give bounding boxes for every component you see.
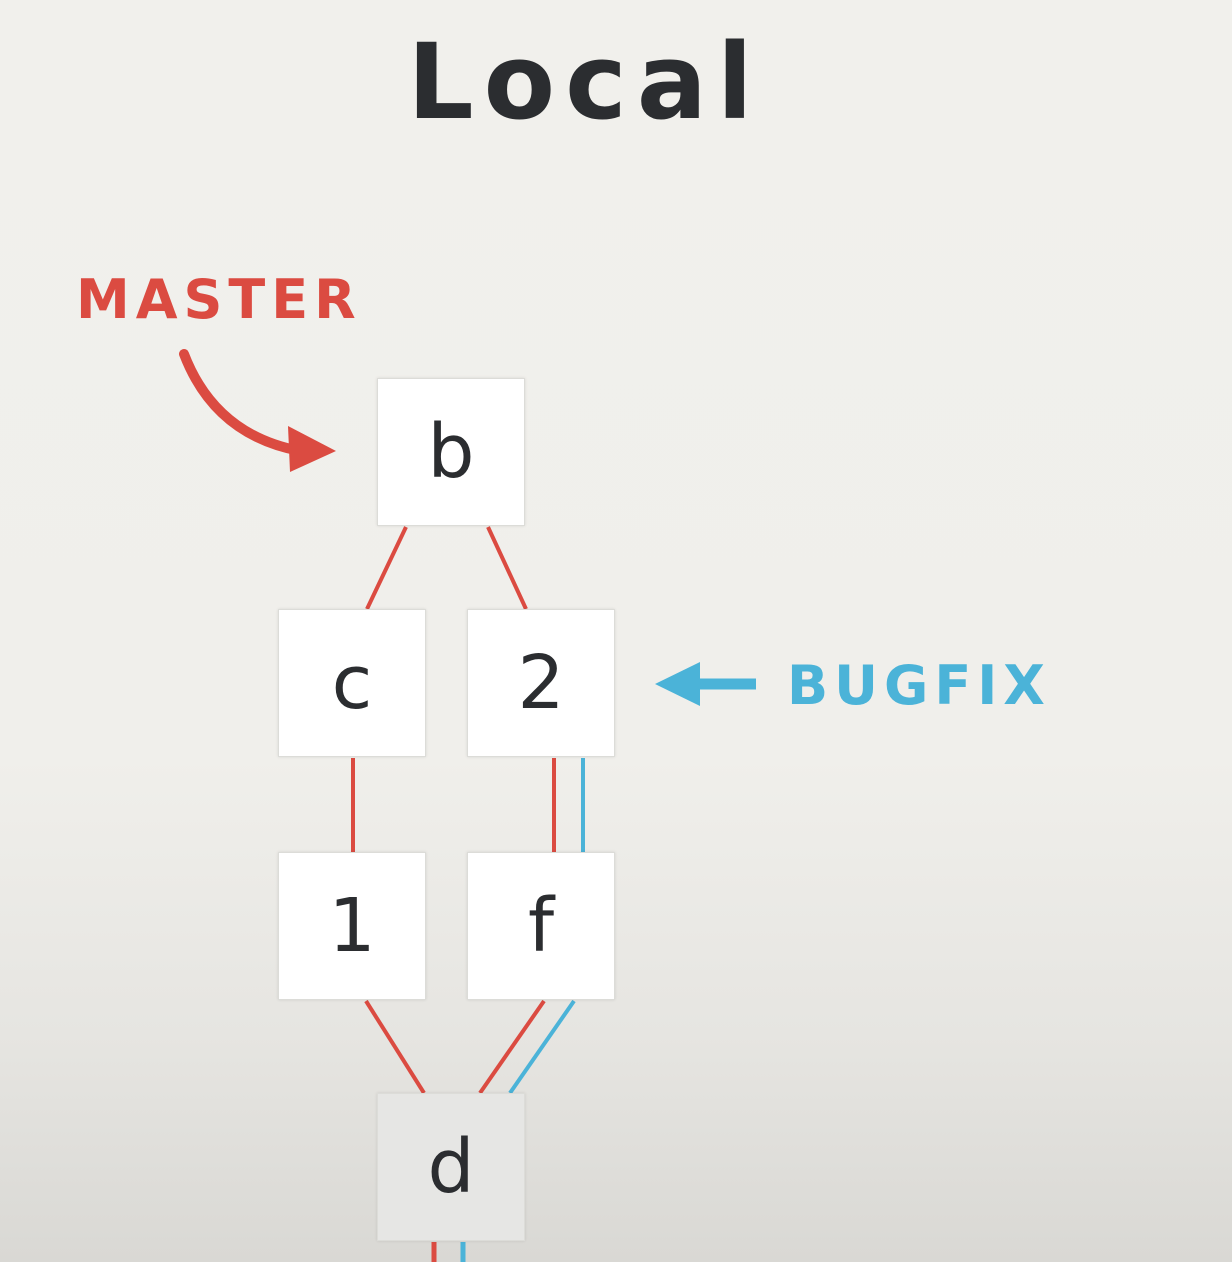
commit-node-2: 2 [467,609,615,757]
edge-1-d [364,999,426,1095]
commit-label-f: f [527,883,555,969]
bugfix-pointer-arrowhead-icon [655,662,700,706]
edge-f-d-bugfix [508,999,576,1095]
commit-label-1: 1 [328,883,376,969]
page-title: Local [407,21,763,143]
commit-label-b: b [427,409,475,495]
commit-label-2: 2 [517,640,565,726]
edge-b-2 [486,526,528,610]
master-branch-label: MASTER [76,268,362,331]
commit-node-1: 1 [278,852,426,1000]
commit-node-b: b [377,378,525,526]
commit-label-c: c [331,640,373,726]
commit-node-c: c [278,609,426,757]
commit-node-d: d [377,1093,525,1241]
bugfix-branch-label: BUGFIX [787,654,1051,717]
master-pointer-arrowhead-icon [288,426,336,472]
master-pointer-arrow-icon [179,349,305,456]
commit-label-d: d [427,1124,475,1210]
edge-b-c [365,526,408,610]
commit-node-f: f [467,852,615,1000]
edge-f-d-master [478,999,546,1095]
